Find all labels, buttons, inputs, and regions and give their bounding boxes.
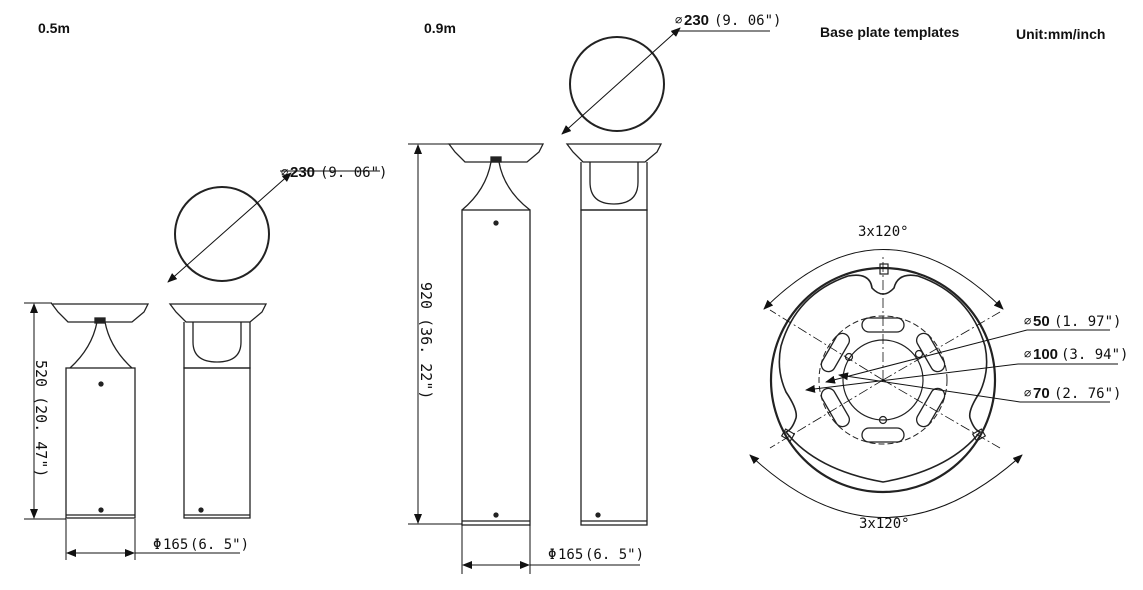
angle-bottom-label: 3x120° [859, 516, 910, 532]
tall-width-value: 165 [558, 547, 583, 563]
tall-width-inch: (6. 5") [585, 547, 644, 563]
small-width-inch: (6. 5") [190, 537, 249, 553]
d50-symbol: ⌀ [1024, 314, 1031, 328]
tall-width-dimension [461, 525, 640, 574]
angle-top-label: 3x120° [858, 224, 909, 240]
d50-value: 50 [1033, 313, 1050, 330]
small-head-dia-inch: (9. 06") [320, 165, 387, 181]
tall-head-dia-symbol: ⌀ [675, 13, 682, 27]
d100-symbol: ⌀ [1024, 347, 1031, 361]
d100-value: 100 [1033, 346, 1058, 363]
small-height-label: 520 (20. 47") [32, 360, 50, 477]
tall-head-dia-inch: (9. 06") [714, 13, 781, 29]
small-post-head-circle [167, 170, 380, 283]
small-width-dia-symbol: Φ [153, 537, 161, 553]
small-width-dimension [65, 519, 240, 560]
d70-inch: (2. 76") [1054, 386, 1121, 402]
small-post-front [50, 303, 150, 519]
small-width-value: 165 [163, 537, 188, 553]
tall-post-front [447, 143, 545, 526]
small-post-side [168, 303, 268, 519]
small-head-dia-value: 230 [290, 164, 315, 181]
base-plate-leaders [805, 329, 1118, 403]
tall-post-side [565, 143, 663, 526]
tall-height-label: 920 (36. 22") [417, 282, 435, 399]
d70-symbol: ⌀ [1024, 386, 1031, 400]
base-plate-angle-arcs [749, 249, 1023, 518]
tall-height-dimension [408, 143, 462, 525]
d50-inch: (1. 97") [1054, 314, 1121, 330]
label-unit: Unit:mm/inch [1016, 26, 1106, 42]
d70-value: 70 [1033, 385, 1050, 402]
small-head-dia-symbol: ⌀ [281, 165, 288, 179]
d100-inch: (3. 94") [1061, 347, 1128, 363]
small-height-dimension [24, 302, 66, 520]
base-plate-center-lines [769, 255, 1001, 449]
tall-post-head-circle [561, 27, 770, 135]
tall-width-dia-symbol: Φ [548, 547, 556, 563]
label-0-9m: 0.9m [424, 20, 456, 36]
label-0-5m: 0.5m [38, 20, 70, 36]
tall-head-dia-value: 230 [684, 12, 709, 29]
label-base-plate-templates: Base plate templates [820, 24, 960, 40]
